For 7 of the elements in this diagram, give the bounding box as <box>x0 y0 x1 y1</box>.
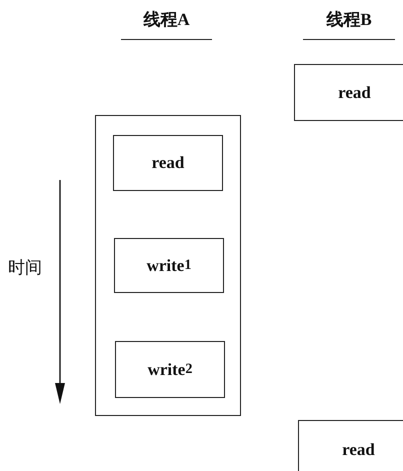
column-heading: 线程B <box>303 8 395 40</box>
process-box: read <box>298 420 403 471</box>
container-box <box>95 115 241 416</box>
process-box: read <box>113 135 223 191</box>
axis-label: 时间 <box>8 257 42 279</box>
process-box: read <box>294 64 403 121</box>
column-heading: 线程A <box>121 8 212 40</box>
